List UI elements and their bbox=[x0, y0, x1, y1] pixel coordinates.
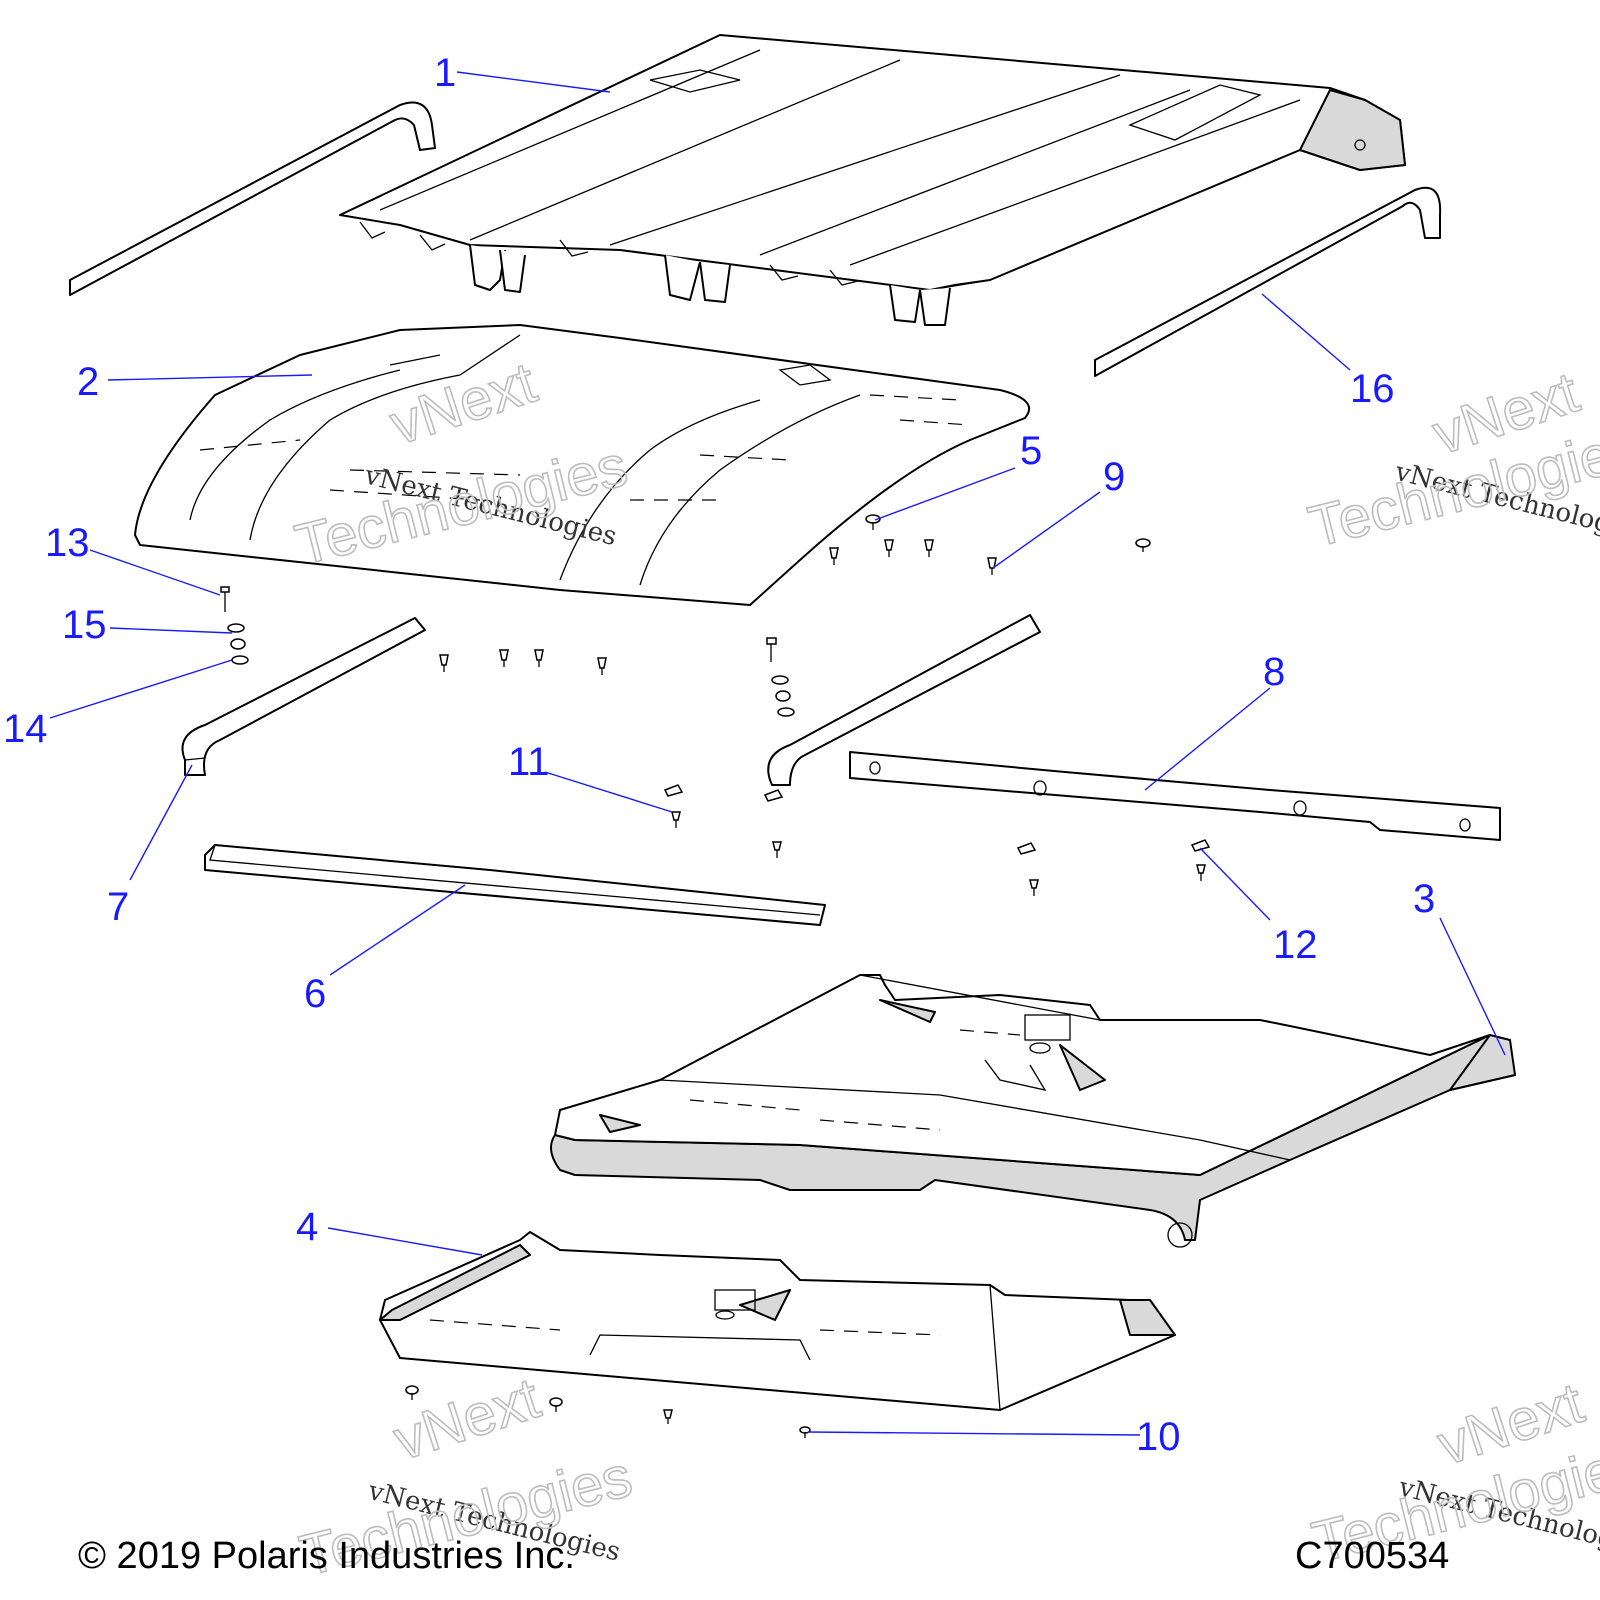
leader-9 bbox=[992, 491, 1101, 569]
part-15-washer bbox=[227, 623, 246, 650]
part-16-right-seal bbox=[1094, 186, 1442, 377]
callout-8: 8 bbox=[1263, 650, 1285, 694]
part-7-left-seal bbox=[181, 617, 426, 776]
leader-6 bbox=[329, 884, 466, 976]
leader-1 bbox=[456, 71, 611, 93]
callout-9: 9 bbox=[1103, 455, 1125, 499]
leader-5 bbox=[874, 467, 1016, 521]
leader-2 bbox=[107, 374, 313, 381]
left-roof-seal-top bbox=[69, 101, 436, 296]
callout-13: 13 bbox=[45, 521, 90, 565]
part-4-inner-liner bbox=[379, 1231, 1176, 1411]
leader-3 bbox=[1439, 917, 1506, 1056]
leader-8 bbox=[1144, 687, 1271, 791]
push-rivet-right bbox=[1135, 538, 1151, 552]
screw-group-left bbox=[439, 649, 607, 675]
callout-4: 4 bbox=[296, 1205, 318, 1249]
copyright-text: © 2019 Polaris Industries Inc. bbox=[78, 1535, 575, 1577]
part-1-roof-top bbox=[339, 34, 1406, 326]
callout-5: 5 bbox=[1020, 429, 1042, 473]
leader-4 bbox=[327, 1227, 483, 1256]
leader-12 bbox=[1199, 847, 1271, 921]
bolt-stack-right bbox=[766, 637, 795, 717]
callout-7: 7 bbox=[107, 885, 129, 929]
leader-10 bbox=[807, 1431, 1141, 1436]
footer: © 2019 Polaris Industries Inc. C700534 bbox=[78, 1535, 1449, 1577]
part-12-screw-clip bbox=[1016, 839, 1211, 896]
leader-lines bbox=[49, 71, 1506, 1436]
watermark-2: vNext Technologies vNext Technologies bbox=[1302, 359, 1600, 561]
part-14-nut bbox=[231, 655, 249, 665]
part-2-roof-panel bbox=[134, 324, 1031, 606]
leader-14 bbox=[49, 659, 233, 719]
leader-13 bbox=[89, 549, 221, 596]
callout-10: 10 bbox=[1136, 1415, 1181, 1459]
right-seal-middle bbox=[767, 614, 1041, 786]
watermark-outline-top: vNext bbox=[386, 1365, 547, 1473]
part-3-headliner bbox=[550, 974, 1516, 1248]
part-8-rear-bracket bbox=[849, 751, 1501, 841]
leader-15 bbox=[109, 627, 233, 634]
leader-7 bbox=[129, 764, 193, 881]
callout-6: 6 bbox=[304, 972, 326, 1016]
callout-15: 15 bbox=[62, 603, 107, 647]
leader-11 bbox=[544, 771, 673, 813]
diagram-id: C700534 bbox=[1295, 1535, 1449, 1577]
screw-group-right bbox=[829, 539, 997, 575]
callout-14: 14 bbox=[3, 707, 48, 751]
callout-3: 3 bbox=[1413, 877, 1435, 921]
callout-labels: 1 2 3 4 5 6 7 8 9 10 11 12 13 14 15 16 bbox=[3, 51, 1435, 1459]
callout-11: 11 bbox=[508, 740, 550, 784]
hardware-fasteners bbox=[220, 514, 1211, 1438]
callout-2: 2 bbox=[77, 360, 99, 404]
part-10-liner-screw bbox=[405, 1385, 811, 1438]
part-5-push-rivet bbox=[865, 514, 881, 530]
leader-16 bbox=[1261, 293, 1351, 371]
part-11-screw-clip bbox=[663, 784, 784, 858]
callout-12: 12 bbox=[1273, 923, 1318, 967]
part-6-front-seal bbox=[204, 844, 826, 926]
callout-1: 1 bbox=[434, 51, 456, 95]
callout-16: 16 bbox=[1350, 367, 1395, 411]
part-13-bolt bbox=[220, 586, 230, 612]
